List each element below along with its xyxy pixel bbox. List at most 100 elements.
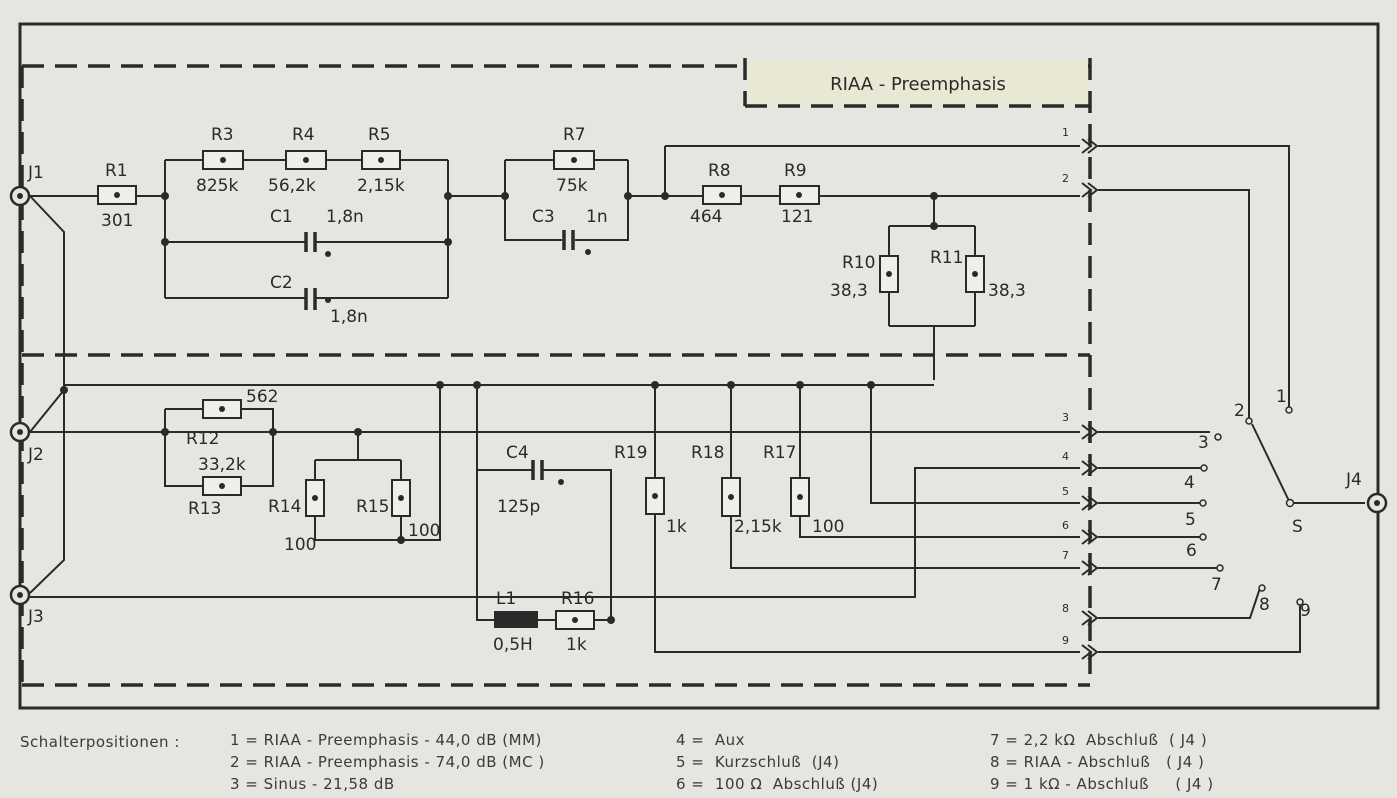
svg-text:C3: C3 (532, 207, 555, 227)
svg-text:8: 8 (1259, 595, 1270, 615)
svg-text:464: 464 (690, 207, 722, 227)
diagram-title: RIAA - Preemphasis (830, 74, 1006, 95)
svg-text:121: 121 (781, 207, 813, 227)
svg-text:2,15k: 2,15k (734, 517, 782, 537)
jacks: J1 J2 J3 J4 (9, 163, 1388, 627)
svg-text:6: 6 (1186, 541, 1197, 561)
svg-text:1,8n: 1,8n (326, 207, 364, 227)
svg-text:1n: 1n (586, 207, 608, 227)
svg-text:R10: R10 (842, 253, 875, 273)
dashed-boundaries (20, 58, 1092, 687)
capacitor-c4: C4 125p (497, 443, 564, 517)
svg-text:3: 3 (1062, 411, 1069, 424)
svg-text:J1: J1 (27, 163, 44, 183)
svg-text:R9: R9 (784, 161, 807, 181)
svg-text:7: 7 (1062, 549, 1069, 562)
resistor-r14: R14 100 (268, 479, 325, 555)
svg-text:R16: R16 (561, 589, 594, 609)
svg-text:J2: J2 (27, 445, 44, 465)
legend-item: 5 = Kurzschluß (J4) (676, 753, 840, 771)
svg-text:R18: R18 (691, 443, 724, 463)
svg-text:2: 2 (1062, 172, 1069, 185)
svg-text:8: 8 (1062, 602, 1069, 615)
svg-text:R3: R3 (211, 125, 234, 145)
svg-text:1k: 1k (666, 517, 687, 537)
resistor-r10: R10 38,3 (830, 253, 899, 301)
legend-item: 4 = Aux (676, 731, 746, 749)
svg-text:38,3: 38,3 (988, 281, 1026, 301)
svg-text:1k: 1k (566, 635, 587, 655)
svg-text:L1: L1 (496, 589, 516, 609)
svg-text:R4: R4 (292, 125, 315, 145)
inductor-l1: L1 0,5H (493, 589, 538, 655)
svg-text:R15: R15 (356, 497, 389, 517)
legend-item: 1 = RIAA - Preemphasis - 44,0 dB (MM) (230, 731, 542, 749)
svg-text:1: 1 (1062, 126, 1069, 139)
resistors: R1 301 R3 825k R4 56,2k R5 2,15k R7 75k … (97, 125, 1026, 655)
resistor-r4: R4 56,2k (268, 125, 327, 196)
svg-text:1,8n: 1,8n (330, 307, 368, 327)
capacitor-c1: C1 1,8n (270, 207, 364, 257)
connector-marks (1081, 138, 1099, 660)
legend-heading: Schalterpositionen : (20, 733, 180, 751)
svg-text:0,5H: 0,5H (493, 635, 533, 655)
svg-text:75k: 75k (556, 176, 588, 196)
svg-text:C1: C1 (270, 207, 293, 227)
svg-text:R7: R7 (563, 125, 586, 145)
svg-text:33,2k: 33,2k (198, 455, 246, 475)
resistor-r7: R7 75k (553, 125, 595, 196)
legend-item: 7 = 2,2 kΩ Abschluß ( J4 ) (990, 731, 1208, 749)
resistor-r3: R3 825k (196, 125, 244, 196)
svg-text:100: 100 (812, 517, 844, 537)
legend-item: 2 = RIAA - Preemphasis - 74,0 dB (MC ) (230, 753, 545, 771)
svg-text:R1: R1 (105, 161, 128, 181)
jack-j4: J4 (1345, 470, 1388, 514)
legend-item: 8 = RIAA - Abschluß ( J4 ) (990, 753, 1205, 771)
legend-item: 3 = Sinus - 21,58 dB (230, 775, 395, 793)
svg-text:9: 9 (1062, 634, 1069, 647)
svg-text:R11: R11 (930, 248, 963, 268)
svg-text:125p: 125p (497, 497, 540, 517)
svg-text:C4: C4 (506, 443, 529, 463)
resistor-r12: R12 562 (186, 387, 278, 449)
svg-text:100: 100 (408, 521, 440, 541)
resistor-r19: R19 1k (614, 443, 687, 537)
svg-text:5: 5 (1185, 510, 1196, 530)
svg-text:J3: J3 (27, 607, 44, 627)
svg-text:4: 4 (1062, 450, 1069, 463)
svg-text:38,3: 38,3 (830, 281, 868, 301)
svg-text:R13: R13 (188, 499, 221, 519)
svg-text:R14: R14 (268, 497, 301, 517)
outer-frame (18, 22, 1380, 710)
capacitor-c3: C3 1n (532, 207, 608, 255)
resistor-r8: R8 464 (690, 161, 742, 227)
capacitor-c2: C2 1,8n (270, 273, 368, 327)
legend-item: 9 = 1 kΩ - Abschluß ( J4 ) (990, 775, 1214, 793)
svg-text:4: 4 (1184, 473, 1195, 493)
svg-text:7: 7 (1211, 575, 1222, 595)
resistor-r9: R9 121 (779, 161, 820, 227)
legend-item: 6 = 100 Ω Abschluß (J4) (676, 775, 879, 793)
svg-text:R8: R8 (708, 161, 731, 181)
resistor-r5: R5 2,15k (357, 125, 405, 196)
jack-j1: J1 (9, 163, 44, 207)
svg-text:C2: C2 (270, 273, 293, 293)
svg-text:2,15k: 2,15k (357, 176, 405, 196)
resistor-r11: R11 38,3 (930, 248, 1026, 301)
jack-j2: J2 (9, 421, 44, 465)
svg-text:3: 3 (1198, 433, 1209, 453)
svg-text:R12: R12 (186, 429, 219, 449)
svg-text:R17: R17 (763, 443, 796, 463)
svg-text:1: 1 (1276, 387, 1287, 407)
resistor-r13: R13 33,2k (188, 455, 246, 519)
resistor-r15: R15 100 (356, 479, 440, 541)
jack-j3: J3 (9, 584, 44, 627)
resistor-r16: R16 1k (555, 589, 595, 655)
svg-text:100: 100 (284, 535, 316, 555)
title-box: RIAA - Preemphasis (748, 60, 1088, 104)
resistor-r1: R1 301 (97, 161, 137, 231)
junction-dots (60, 192, 938, 624)
switch-s: 1 2 3 4 5 6 7 8 9 S (1184, 387, 1311, 621)
capacitors: C1 1,8n C2 1,8n C3 1n C4 125p (270, 207, 608, 517)
